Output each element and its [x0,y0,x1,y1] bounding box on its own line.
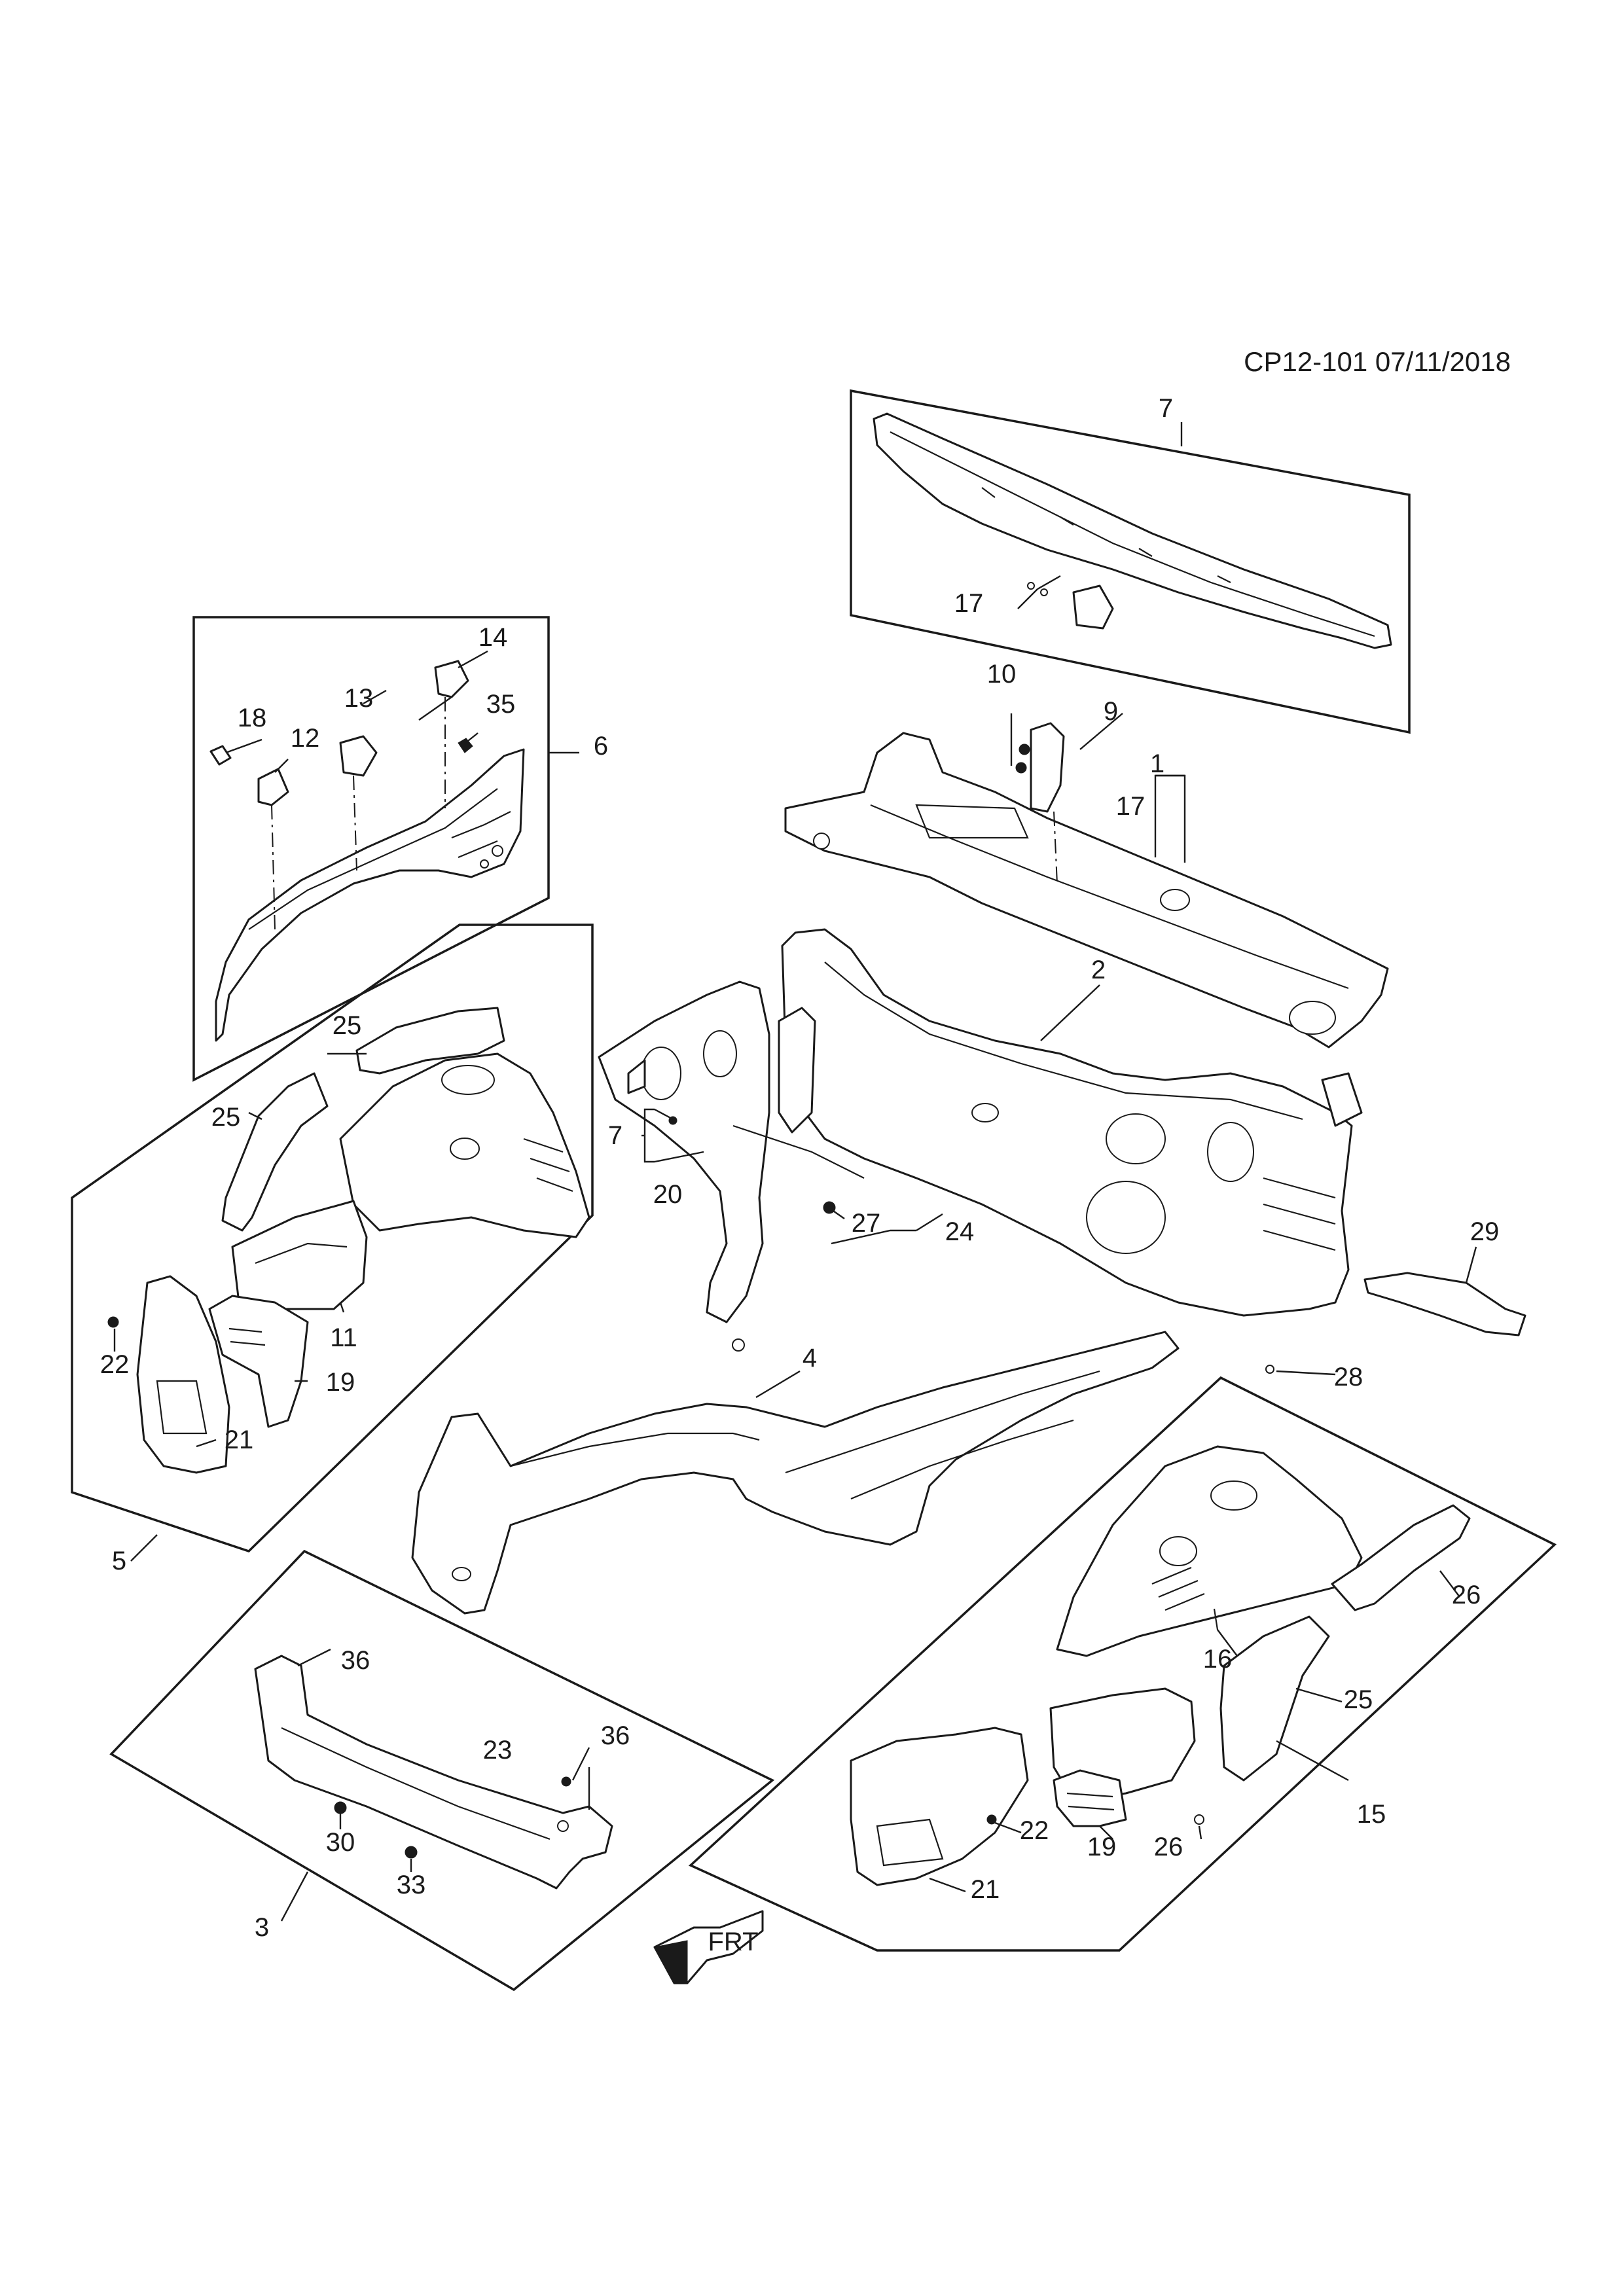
callout-27: 26 [1154,1833,1183,1861]
callout-21-lh: 21 [225,1426,254,1454]
callout-8: 7 [1159,394,1173,423]
front-direction-arrow-icon: FRT [653,1910,764,1984]
part-20-lh-a-pillar-lower [598,980,865,1323]
part-19-lh-bracket [208,1295,309,1428]
callout-36-right: 36 [601,1721,630,1750]
callout-20: 20 [653,1180,683,1209]
part-25-lh-wheelhouse-rear [221,1072,329,1232]
leader-lines [113,422,1477,1922]
group-5-frame [71,924,594,1552]
parts-7-28-fasteners [668,1116,836,1352]
callout-34: 33 [397,1871,426,1899]
callout-1: 1 [1150,749,1164,778]
callout-30: 29 [1470,1217,1500,1246]
part-1-cowl-panel [784,732,1389,1049]
callout-25-lh: 25 [211,1103,241,1132]
callout-35: 35 [486,690,516,719]
callout-16: 16 [1203,1645,1233,1674]
callout-19-lh: 19 [326,1368,355,1397]
callout-19-rh: 19 [1087,1833,1117,1861]
part-4-front-rail-assembly [411,1331,1180,1615]
callout-10: 10 [987,660,1017,689]
front-marker-label: FRT [708,1928,758,1956]
part-2-dash-panel [781,928,1363,1317]
callout-22-lh: 22 [100,1350,130,1379]
callout-33: 30 [326,1828,355,1857]
part-19-rh-bracket [1053,1769,1127,1827]
group-8-frame [850,389,1411,734]
part-rh-wheelhouse-main [1056,1445,1363,1657]
part-25-rh-wheelhouse-rear [1219,1615,1330,1782]
callout-26-lh: 25 [333,1011,362,1040]
callout-2: 2 [1091,956,1106,984]
callout-labels: 7 1 9 10 17 17 6 14 13 35 18 12 2 29 7 2… [100,394,1500,1942]
callout-36-left: 36 [341,1646,370,1675]
callout-12: 12 [291,724,320,753]
callout-13: 13 [344,684,374,713]
part-lh-wheelhouse-main [339,1052,590,1238]
callout-17-upper: 17 [954,589,984,618]
group-3-frame [109,1549,775,1992]
callout-5: 5 [112,1547,126,1575]
part-9-wiper-bracket [1030,722,1065,813]
part-10-clips [1015,744,1058,884]
callout-25-rh: 25 [1344,1685,1373,1714]
callout-9: 9 [1104,697,1118,726]
part-21-rh-front-panel [850,1727,1029,1886]
callout-15: 15 [1357,1800,1386,1829]
callout-4: 4 [803,1344,817,1372]
callout-18: 18 [238,704,267,732]
callout-14: 14 [478,623,508,652]
callout-23: 23 [483,1736,513,1765]
part-26-lh-apron-strip [355,1007,505,1075]
part-8-upper-cowl-panel [873,412,1392,649]
part-3-radiator-support-lower [254,1655,613,1890]
callout-28: 27 [852,1209,881,1238]
reference-code: CP12-101 07/11/2018 [1244,346,1511,377]
part-24-lh-hinge-pillar-reinf [778,1007,816,1134]
callout-29: 28 [1334,1363,1363,1391]
part-30-heat-shield [1363,1272,1526,1336]
parts-23-33-34-36-fasteners [334,1776,571,1859]
callout-7: 7 [608,1121,623,1150]
callout-17-cowl: 17 [1116,792,1146,821]
callout-22-rh: 22 [1020,1816,1049,1845]
group-6-frame [192,616,550,1082]
callout-21-rh: 21 [971,1875,1000,1904]
part-6-upper-rail [215,748,525,1042]
callout-26-rh: 26 [1452,1581,1481,1609]
part-21-lh-front-panel [107,1275,230,1474]
parts-12-13-14-18-35-brackets [209,660,473,930]
part-26-rh-apron-strip [1331,1504,1471,1611]
callout-6: 6 [594,732,608,761]
parts-16-22-27-29-fasteners [986,1365,1274,1825]
callout-11: 11 [330,1323,357,1352]
callout-24: 24 [945,1217,975,1246]
group-15-frame [688,1376,1557,1952]
callout-3: 3 [255,1913,269,1942]
